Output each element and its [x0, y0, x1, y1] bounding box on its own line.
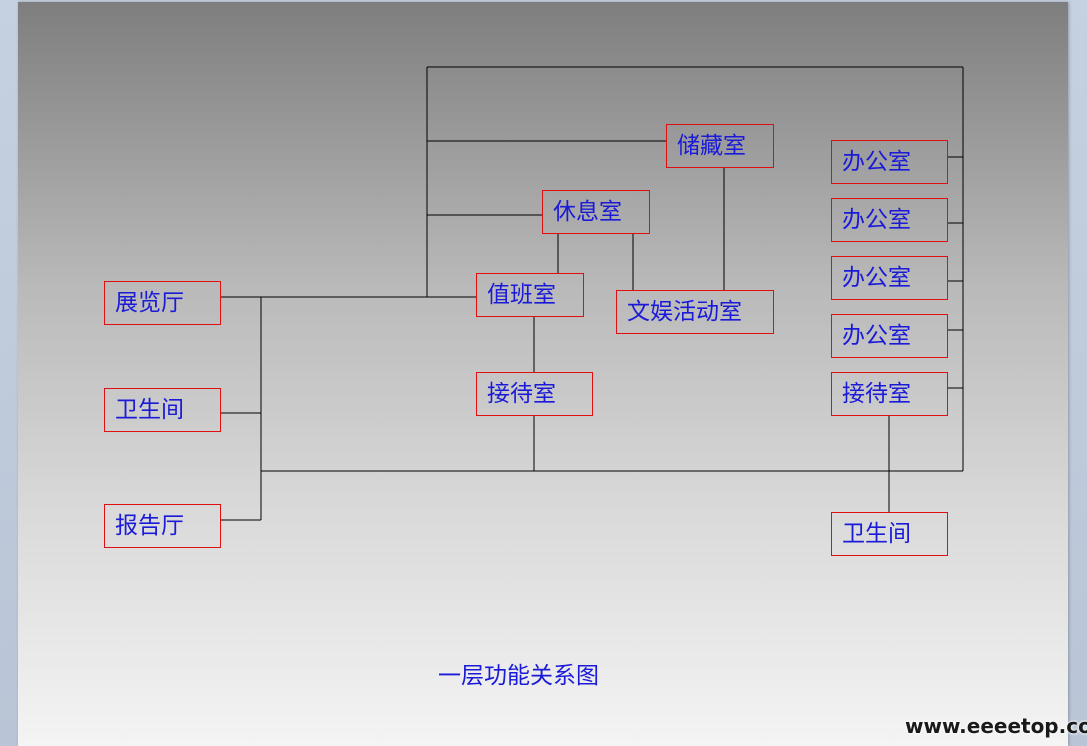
room-exhibition-hall: 展览厅: [104, 281, 221, 325]
room-office-2: 办公室: [831, 198, 948, 242]
room-lecture-hall: 报告厅: [104, 504, 221, 548]
room-duty: 值班室: [476, 273, 584, 317]
room-office-4: 办公室: [831, 314, 948, 358]
room-reception-right: 接待室: [831, 372, 948, 416]
room-storage: 储藏室: [666, 124, 774, 168]
watermark: www.eeeetop.com: [905, 714, 1087, 738]
room-recreation: 文娱活动室: [616, 290, 774, 334]
room-reception-center: 接待室: [476, 372, 593, 416]
room-restroom-left: 卫生间: [104, 388, 221, 432]
room-lounge: 休息室: [542, 190, 650, 234]
room-office-1: 办公室: [831, 140, 948, 184]
diagram-caption: 一层功能关系图: [438, 663, 599, 689]
room-office-3: 办公室: [831, 256, 948, 300]
slide-canvas: [18, 2, 1068, 746]
room-restroom-right: 卫生间: [831, 512, 948, 556]
